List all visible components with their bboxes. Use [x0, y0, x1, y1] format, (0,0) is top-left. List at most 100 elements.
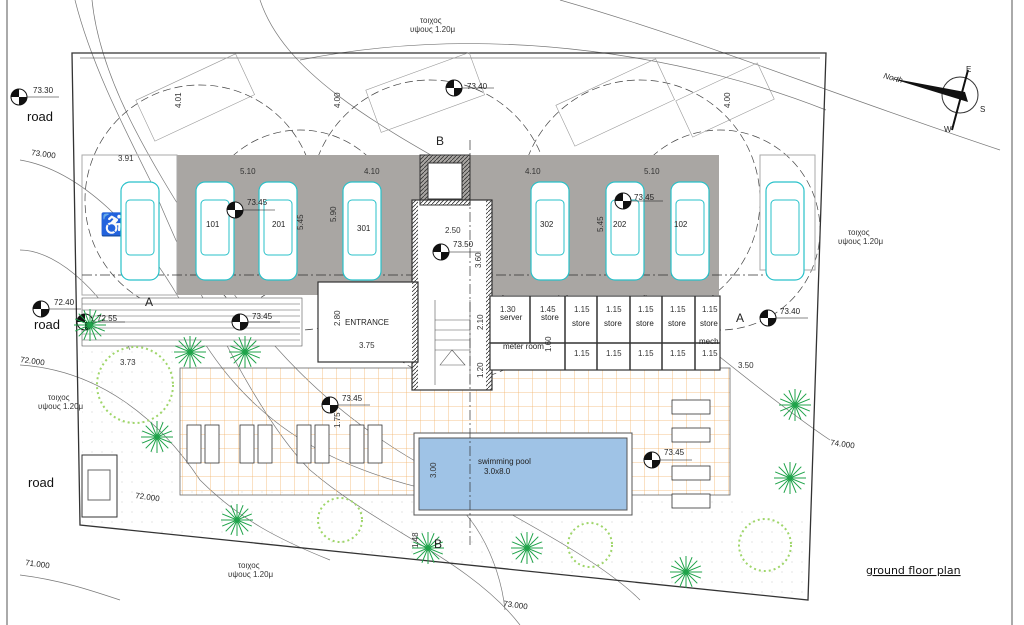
contour-label: 72.000 [135, 491, 161, 503]
sun-lounger [349, 424, 365, 464]
sun-lounger [296, 424, 312, 464]
contour-labels: 73.000 72.000 72.000 71.000 73.000 74.00… [20, 148, 856, 611]
elevation-label: 72.55 [97, 314, 118, 323]
bin-store-box [81, 454, 118, 518]
elevation-label: 73.45 [342, 394, 363, 403]
shrub-icon [738, 518, 792, 572]
accessible-parking-bay [81, 154, 178, 296]
dimension: 5.10 [644, 167, 660, 176]
room-label-store: store [572, 319, 590, 328]
room-labels: ENTRANCE server store store store store … [345, 313, 719, 476]
dimension: 1.15 [670, 305, 686, 314]
dimension: 5.45 [596, 216, 605, 232]
marker-fill [433, 244, 449, 260]
compass-w: W [944, 125, 952, 134]
contour-label: 72.000 [20, 355, 46, 367]
car-cabin [535, 199, 565, 256]
dimension: 4.00 [723, 92, 732, 108]
bin-store-inner [87, 469, 111, 501]
sun-lounger [314, 424, 330, 464]
road-labels: road road road [27, 109, 60, 490]
sun-lounger [671, 427, 711, 443]
wall-note-line2: υψους 1.20μ [38, 402, 84, 411]
palm-tree-icon [670, 556, 702, 588]
dimension: 1.15 [574, 349, 590, 358]
contour-label: 73.000 [503, 599, 529, 611]
marker-fill [232, 314, 248, 330]
dimension: 1.15 [574, 305, 590, 314]
wall-note-line2: υψους 1.20μ [410, 25, 456, 34]
palm-tree-icon [774, 462, 806, 494]
contour-label: 74.000 [830, 438, 856, 450]
room-label-mech: mech [699, 337, 719, 346]
palm-tree-icon [229, 336, 261, 368]
dimension-labels: 3.91 5.10 4.10 2.50 4.10 5.10 3.75 3.73 … [118, 92, 754, 548]
section-marker-a: A [145, 295, 153, 309]
palm-tree-icon [511, 532, 543, 564]
palm-tree-icon [141, 421, 173, 453]
parking-space-label: 101 [206, 220, 220, 229]
dimension: 3.60 [474, 252, 483, 268]
sun-lounger [671, 399, 711, 415]
dimension: 1.15 [606, 305, 622, 314]
sun-lounger [204, 424, 220, 464]
dimension: 1.15 [638, 349, 654, 358]
room-label-pool: swimming pool [478, 457, 531, 466]
marker-fill [322, 397, 338, 413]
plan-symbols [10, 79, 811, 588]
marker-fill [33, 301, 49, 317]
north-arrow: North E S W [882, 65, 985, 134]
wall-notes: τοιχος υψους 1.20μ τοιχος υψους 1.20μ το… [38, 16, 884, 579]
marker-fill [644, 452, 660, 468]
elevation-marker-icon [445, 79, 494, 97]
car-body [258, 181, 298, 281]
garden-area [82, 345, 808, 598]
sun-lounger [257, 424, 273, 464]
dimension: 1.15 [638, 305, 654, 314]
shrub-icon [317, 497, 363, 543]
sun-lounger [239, 424, 255, 464]
dimension: 5.10 [240, 167, 256, 176]
contour-label: 71.000 [25, 558, 51, 570]
palm-tree-icon [779, 389, 811, 421]
shrub-icon [96, 346, 174, 424]
marker-fill [11, 89, 27, 105]
elevation-labels: 73.30 73.40 73.45 73.50 73.45 72.40 72.5… [33, 82, 801, 457]
wall-note-line1: τοιχος [48, 393, 70, 402]
elevation-label: 73.40 [467, 82, 488, 91]
dimension: 2.10 [476, 314, 485, 330]
elevation-label: 73.45 [252, 312, 273, 321]
dimension: 5.90 [329, 206, 338, 222]
marker-fill [615, 193, 631, 209]
dimension: 1.15 [702, 349, 718, 358]
elevation-label: 72.40 [54, 298, 75, 307]
compass-circle [941, 76, 979, 114]
dimension: 1.60 [544, 336, 553, 352]
car-icon [120, 181, 160, 281]
stair-lift-core [317, 154, 493, 391]
elevation-label: 73.50 [453, 240, 474, 249]
elevation-label: 73.40 [780, 307, 801, 316]
dimension: 5.45 [296, 214, 305, 230]
bin-store [81, 454, 118, 518]
marker-fill [446, 80, 462, 96]
dimension: 1.75 [333, 412, 342, 428]
store-rooms [489, 295, 721, 371]
dimension: 3.75 [359, 341, 375, 350]
room-label-store: store [668, 319, 686, 328]
section-marker-a: A [736, 311, 744, 325]
section-markers: A A B B [145, 134, 744, 551]
dimension: 1.45 [540, 305, 556, 314]
dimension: 1.15 [702, 305, 718, 314]
car-icon [258, 181, 298, 281]
car-cabin [263, 199, 293, 256]
car-cabin [770, 199, 800, 256]
section-marker-b: B [434, 537, 442, 551]
elevation-marker-icon [643, 451, 692, 469]
car-icon [530, 181, 570, 281]
car-icon [765, 181, 805, 281]
shrub-icon [567, 522, 613, 568]
dimension: 2.50 [445, 226, 461, 235]
elevation-label: 73.45 [634, 193, 655, 202]
parking-space-labels: 101 201 301 302 202 102 [206, 220, 688, 233]
